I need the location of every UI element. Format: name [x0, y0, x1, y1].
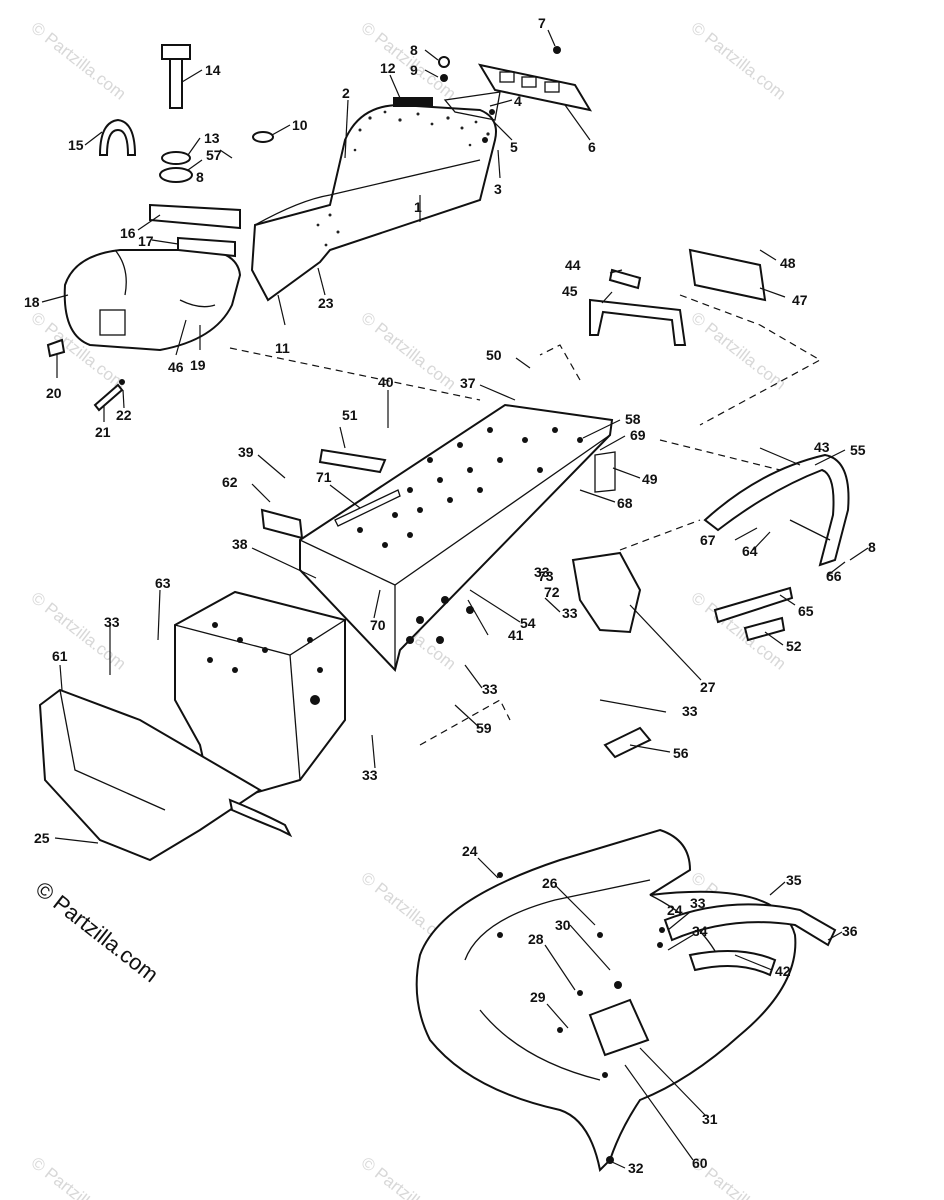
seat-drawing: [250, 46, 593, 302]
callout-13: 13: [204, 130, 220, 146]
callout-68: 68: [617, 495, 633, 511]
callout-65: 65: [798, 603, 814, 619]
callout-43: 43: [814, 439, 830, 455]
callout-49: 49: [642, 471, 658, 487]
callout-30: 30: [555, 917, 571, 933]
leader-lines: [41, 29, 869, 1169]
callout-4: 4: [514, 93, 522, 109]
callout-16: 16: [120, 225, 136, 241]
callout-8-tank: 8: [196, 169, 204, 185]
callout-29: 29: [530, 989, 546, 1005]
callout-37: 37: [460, 375, 476, 391]
callout-44: 44: [565, 257, 581, 273]
callout-21: 21: [95, 424, 111, 440]
watermark: © Partzilla.com: [28, 588, 130, 674]
callout-38: 38: [232, 536, 248, 552]
callout-42: 42: [775, 963, 791, 979]
callout-8-seat: 8: [410, 42, 418, 58]
callout-72: 72: [544, 584, 560, 600]
callout-22: 22: [116, 407, 132, 423]
callout-63: 63: [155, 575, 171, 591]
callout-12: 12: [380, 60, 396, 76]
watermark: © Partzilla.com: [358, 1153, 460, 1200]
hood-drawing: [415, 828, 837, 1173]
callout-8-bumper: 8: [868, 539, 876, 555]
copyright-text: © Partzilla.com: [31, 876, 163, 987]
frame-drawing: [38, 248, 850, 862]
callout-19: 19: [190, 357, 206, 373]
callout-3: 3: [494, 181, 502, 197]
callout-40: 40: [378, 374, 394, 390]
callout-18: 18: [24, 294, 40, 310]
callout-73: 73: [538, 568, 554, 584]
callout-60: 60: [692, 1155, 708, 1171]
watermark: © Partzilla.com: [28, 1153, 130, 1200]
callout-56: 56: [673, 745, 689, 761]
callout-33-d: 33: [682, 703, 698, 719]
callout-24-side: 24: [667, 902, 683, 918]
callout-27: 27: [700, 679, 716, 695]
callout-61: 61: [52, 648, 68, 664]
callout-33-f: 33: [690, 895, 706, 911]
callout-36: 36: [842, 923, 858, 939]
callout-67: 67: [700, 532, 716, 548]
callout-11: 11: [275, 340, 290, 356]
callout-41: 41: [508, 627, 524, 643]
callout-33-e: 33: [362, 767, 378, 783]
callout-45: 45: [562, 283, 578, 299]
callout-6: 6: [588, 139, 596, 155]
callout-48: 48: [780, 255, 796, 271]
callout-5: 5: [510, 139, 518, 155]
callout-10: 10: [292, 117, 308, 133]
callout-57: 57: [206, 147, 222, 163]
callout-66: 66: [826, 568, 842, 584]
callout-14: 14: [205, 62, 221, 78]
callout-35: 35: [786, 872, 802, 888]
callout-7: 7: [538, 15, 546, 31]
callout-23: 23: [318, 295, 334, 311]
callout-17: 17: [138, 233, 154, 249]
watermark: © Partzilla.com: [688, 308, 790, 394]
callout-31: 31: [702, 1111, 718, 1127]
callout-33-g: 33: [534, 564, 550, 580]
callout-71: 71: [316, 469, 332, 485]
callout-47: 47: [792, 292, 808, 308]
callout-62: 62: [222, 474, 238, 490]
callout-28: 28: [528, 931, 544, 947]
callout-46: 46: [168, 359, 184, 375]
callout-25: 25: [34, 830, 50, 846]
callout-33-b: 33: [562, 605, 578, 621]
callout-52: 52: [786, 638, 802, 654]
callout-1: 1: [414, 199, 422, 215]
fuel-tank-drawing: [46, 44, 242, 412]
callout-39: 39: [238, 444, 254, 460]
watermark: © Partzilla.com: [358, 308, 460, 394]
callout-32: 32: [628, 1160, 644, 1176]
callout-70: 70: [370, 617, 386, 633]
callout-2: 2: [342, 85, 350, 101]
callout-54: 54: [520, 615, 536, 631]
callout-9: 9: [410, 62, 418, 78]
callout-59: 59: [476, 720, 492, 736]
callout-26: 26: [542, 875, 558, 891]
callout-labels: 1 2 3 4 5 6 7 8 8 8 9 10 11 12 13 14 15 …: [24, 15, 876, 1176]
watermark: © Partzilla.com: [28, 18, 130, 104]
callout-50: 50: [486, 347, 502, 363]
watermark: © Partzilla.com: [688, 18, 790, 104]
callout-20: 20: [46, 385, 62, 401]
callout-34: 34: [692, 923, 708, 939]
callout-15: 15: [68, 137, 84, 153]
callout-69: 69: [630, 427, 646, 443]
callout-58: 58: [625, 411, 641, 427]
callout-64: 64: [742, 543, 758, 559]
callout-51: 51: [342, 407, 358, 423]
callout-55: 55: [850, 442, 866, 458]
callout-24-top: 24: [462, 843, 478, 859]
callout-33-c: 33: [482, 681, 498, 697]
callout-33-a: 33: [104, 614, 120, 630]
